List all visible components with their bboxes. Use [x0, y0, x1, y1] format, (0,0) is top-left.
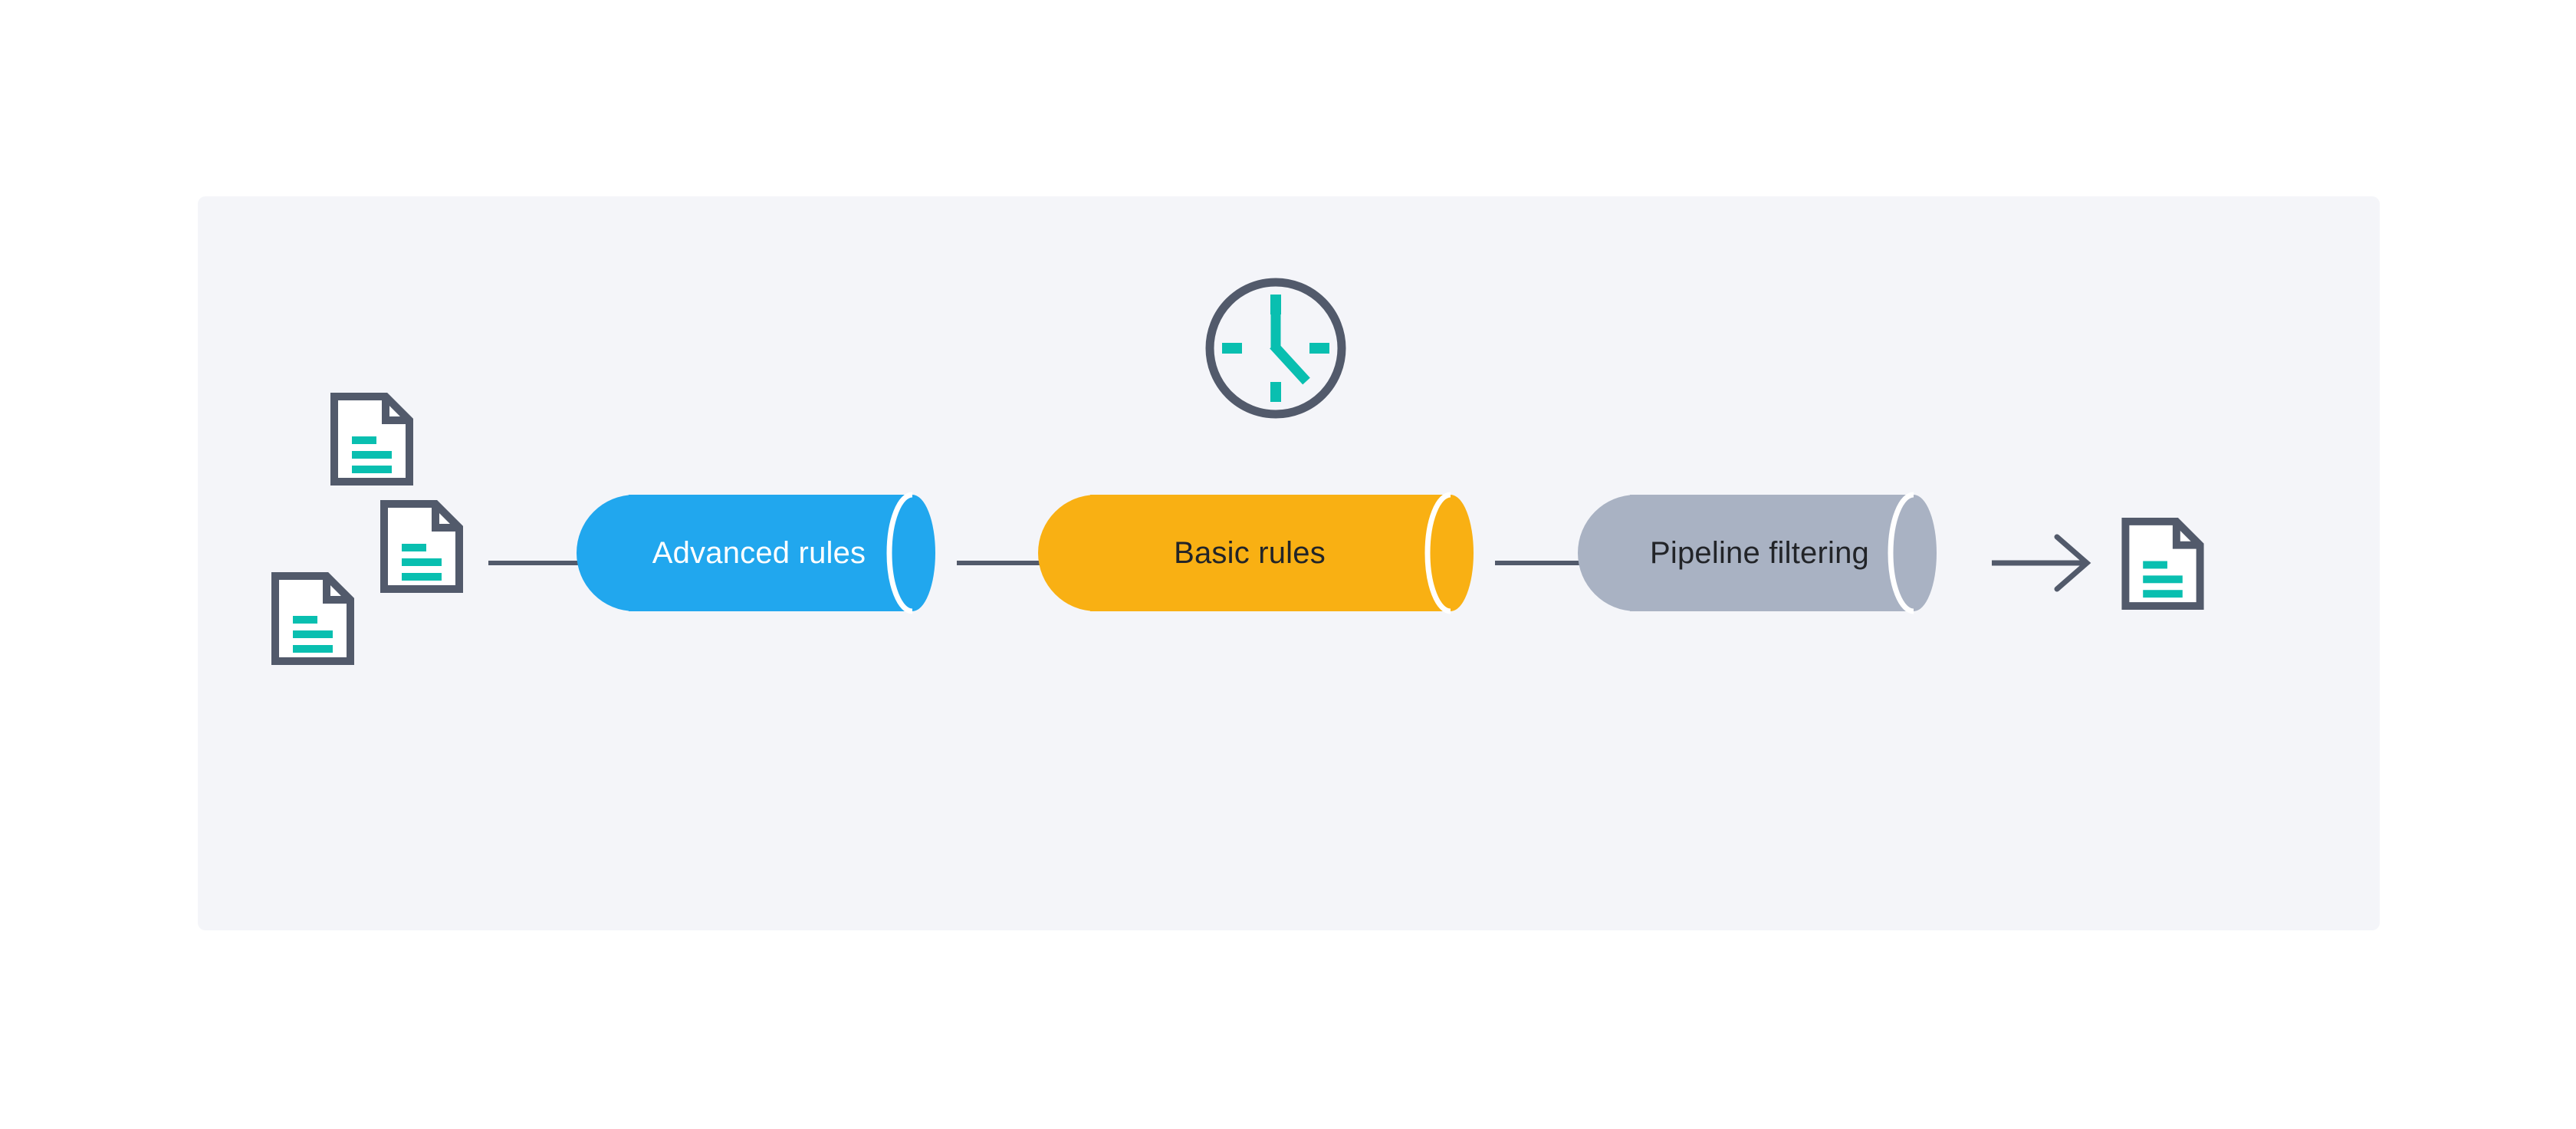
stage-advanced-rules[interactable] — [577, 492, 935, 614]
clock-icon — [1205, 278, 1346, 419]
stage-pipeline-filtering[interactable] — [1578, 492, 1937, 614]
document-icon — [334, 397, 409, 482]
output-documents-group — [2125, 522, 2200, 606]
document-icon — [384, 504, 459, 589]
input-documents-group — [275, 397, 459, 661]
document-icon — [275, 576, 350, 661]
arrow-right-icon — [1992, 534, 2091, 592]
stage-basic-rules[interactable] — [1038, 492, 1474, 614]
document-icon — [2125, 522, 2200, 606]
